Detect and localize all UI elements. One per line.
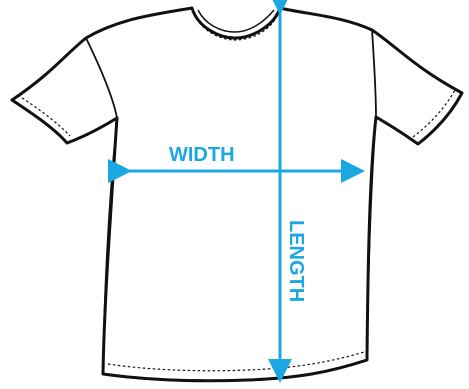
tshirt-icon xyxy=(12,8,462,381)
tshirt-outline xyxy=(12,8,462,381)
length-label: LENGTH xyxy=(285,220,307,302)
width-label: WIDTH xyxy=(169,144,235,166)
